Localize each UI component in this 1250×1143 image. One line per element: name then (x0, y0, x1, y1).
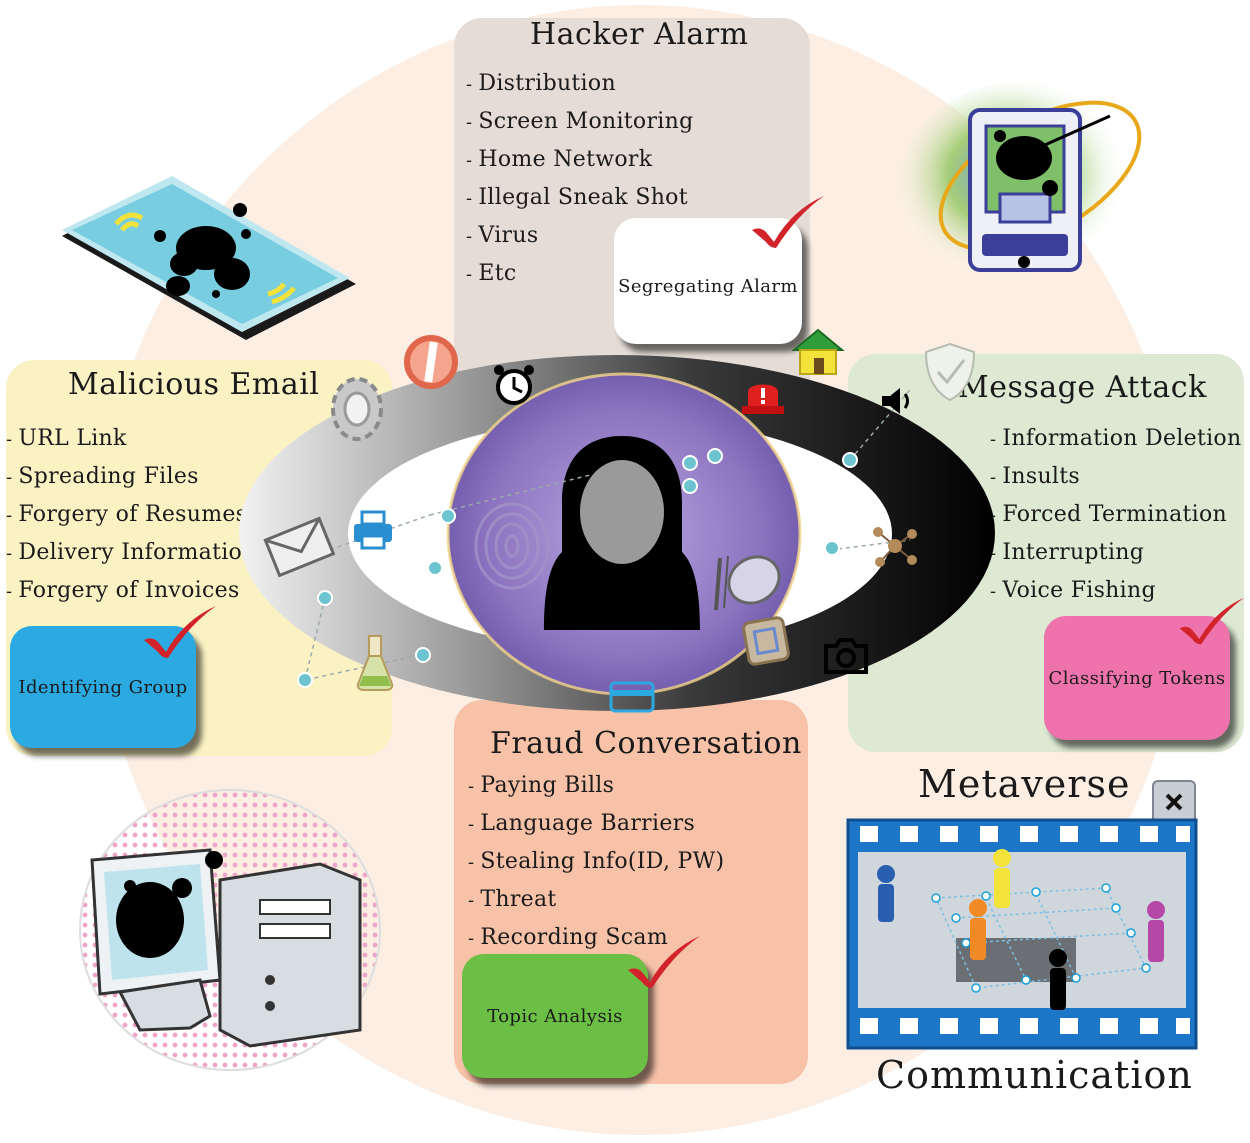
envelope-icon (263, 516, 336, 578)
topic-analysis-badge: Topic Analysis (462, 954, 648, 1078)
hacker-alarm-list: Distribution Screen Monitoring Home Netw… (466, 65, 693, 293)
pda-illustration (900, 82, 1142, 290)
network-icon (873, 527, 917, 567)
malicious-email-list: URL Link Spreading Files Forgery of Resu… (6, 420, 257, 610)
siren-icon (742, 384, 784, 414)
chip-icon (742, 616, 790, 666)
list-item: Forgery of Resumes (6, 496, 257, 534)
malicious-email-title: Malicious Email (68, 367, 320, 402)
printer-icon (354, 510, 392, 550)
plate-icon (714, 555, 781, 611)
list-item: Forgery of Invoices (6, 572, 257, 610)
list-item: URL Link (6, 420, 257, 458)
list-item: Stealing Info(ID, PW) (468, 843, 724, 881)
desktop-computer-illustration (79, 789, 381, 1071)
identifying-group-badge: Identifying Group (10, 626, 196, 748)
list-item: Forced Termination (990, 496, 1241, 534)
checkmark-icon (752, 196, 824, 248)
communication-label: Communication (876, 1053, 1193, 1097)
user-silhouette-icon (544, 436, 700, 630)
network-overlay (292, 389, 910, 688)
camera-icon (824, 638, 868, 674)
list-item: Distribution (466, 65, 693, 103)
gear-icon (331, 377, 383, 441)
list-item: Screen Monitoring (466, 103, 693, 141)
list-item: Delivery Information (6, 534, 257, 572)
fraud-conversation-list: Paying Bills Language Barriers Stealing … (468, 767, 724, 957)
shield-icon (924, 342, 976, 402)
list-item: Illegal Sneak Shot (466, 179, 693, 217)
list-item: Recording Scam (468, 919, 724, 957)
close-button[interactable] (1152, 780, 1196, 824)
list-item: Spreading Files (6, 458, 257, 496)
metaverse-title: Metaverse (918, 762, 1131, 806)
checkmark-icon (144, 606, 216, 658)
speaker-icon (882, 388, 909, 414)
list-item: Virus (466, 217, 693, 255)
tablet-illustration (62, 176, 356, 340)
list-item: Insults (990, 458, 1241, 496)
fingerprint-icon (474, 502, 550, 590)
list-item: Interrupting (990, 534, 1241, 572)
blocked-icon (404, 335, 458, 389)
list-item: Paying Bills (468, 767, 724, 805)
list-item: Threat (468, 881, 724, 919)
credit-card-icon (609, 681, 655, 713)
list-item: Home Network (466, 141, 693, 179)
message-attack-title: Message Attack (958, 370, 1207, 405)
alarm-clock-icon (494, 365, 534, 405)
list-item: Information Deletion (990, 420, 1241, 458)
hacker-alarm-title: Hacker Alarm (530, 17, 749, 52)
fraud-conversation-title: Fraud Conversation (490, 726, 802, 761)
metaverse-film-frame (846, 818, 1198, 1050)
classifying-tokens-badge: Classifying Tokens (1044, 616, 1230, 740)
house-icon (791, 328, 845, 375)
message-attack-list: Information Deletion Insults Forced Term… (990, 420, 1241, 610)
checkmark-icon (628, 936, 700, 988)
checkmark-icon (1179, 597, 1245, 645)
list-item: Language Barriers (468, 805, 724, 843)
list-item: Etc (466, 255, 693, 293)
list-item: Voice Fishing (990, 572, 1241, 610)
flask-icon (356, 635, 394, 691)
close-icon (1165, 793, 1183, 811)
